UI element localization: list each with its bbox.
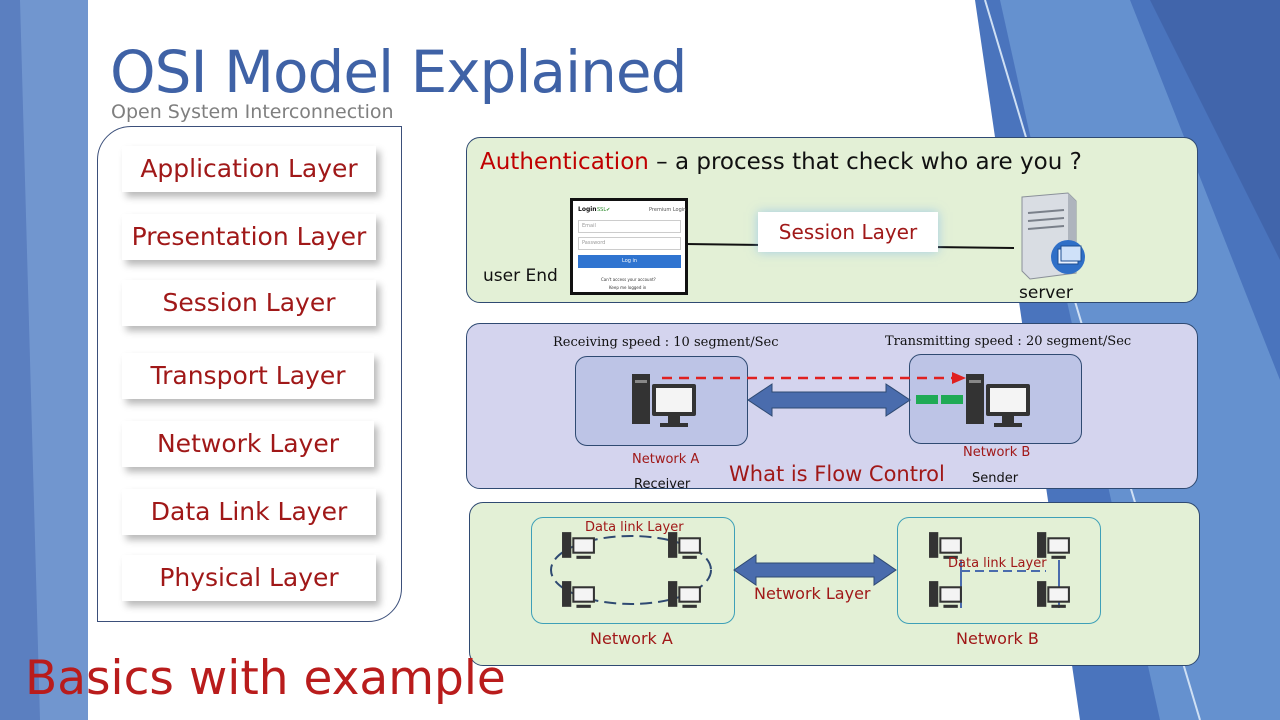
receiving-speed-label: Receiving speed : 10 segment/Sec [553,335,779,350]
footer-title: Basics with example [25,651,506,706]
network-layer-label: Network Layer [754,584,871,603]
computer-icon [966,374,1030,427]
network-b-label: Network B [963,445,1031,460]
computer-icon [668,532,701,559]
login-button-label: Log in [622,258,638,264]
receiver-label: Receiver [634,477,691,492]
datalink-b-label: Data link Layer [948,556,1047,571]
layer-transport: Transport Layer [122,353,374,399]
layer-data-link: Data Link Layer [122,489,376,535]
layer-network: Network Layer [122,421,374,467]
login-button: Log in [578,255,681,268]
computer-icon [929,581,962,608]
network-b-group [897,517,1101,624]
session-layer-tag: Session Layer [758,212,938,252]
layer-presentation: Presentation Layer [122,214,376,260]
auth-definition: – a process that check who are you ? [656,149,1082,175]
login-title: Login [578,206,597,213]
datalink-a-label: Data link Layer [585,520,684,535]
slide-title: OSI Model Explained [110,38,687,106]
login-form-image: Login SSL✔ Premium Login Email Password … [570,198,688,295]
computer-icon [632,374,696,427]
computer-icon [668,581,701,608]
computer-icon [1037,532,1070,559]
login-keep: Keep me logged in [609,285,647,290]
flow-control-title: What is Flow Control [729,462,945,486]
network-b-name: Network B [956,629,1039,648]
login-forgot: Can't access your account? [601,277,656,282]
auth-keyword: Authentication [480,149,649,175]
computer-icon [562,532,595,559]
computer-icon [929,532,962,559]
server-label: server [1019,283,1073,303]
auth-heading: Authentication – a process that check wh… [480,149,1082,175]
login-email-placeholder: Email [582,223,596,229]
computer-icon [562,581,595,608]
network-a-label: Network A [632,452,700,467]
sender-label: Sender [972,471,1019,486]
computer-icon [1037,581,1070,608]
user-end-label: user End [483,266,558,286]
layer-session: Session Layer [122,280,376,326]
network-layer-panel [469,502,1200,666]
login-ssl: SSL✔ [597,207,611,213]
transmitting-speed-label: Transmitting speed : 20 segment/Sec [885,334,1132,349]
layer-application: Application Layer [122,146,376,192]
login-password-placeholder: Password [582,240,606,246]
server-icon [1021,192,1085,280]
login-premium: Premium Login [649,207,687,213]
slide-subtitle: Open System Interconnection [111,101,394,123]
network-a-name: Network A [590,629,673,648]
layer-physical: Physical Layer [122,555,376,601]
login-password-field: Password [578,237,681,250]
login-email-field: Email [578,220,681,233]
